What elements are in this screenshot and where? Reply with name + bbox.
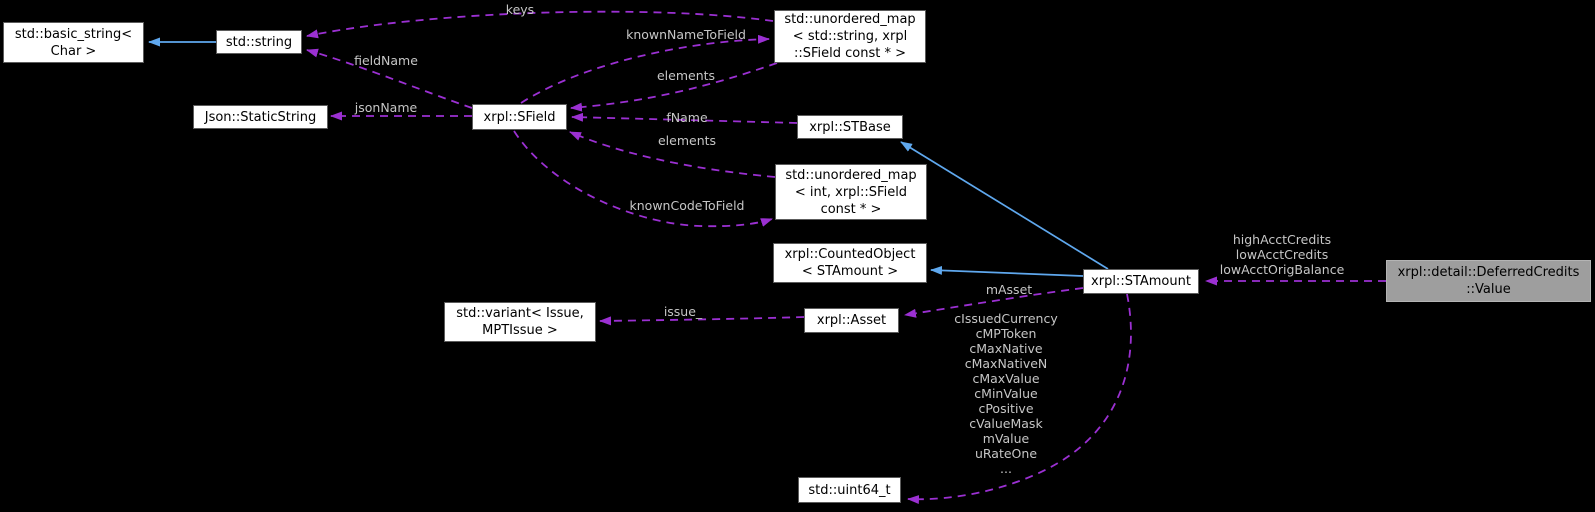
edge-field-name — [306, 48, 473, 109]
node-xrpl-sfield[interactable]: xrpl::SField — [472, 104, 567, 130]
edge-stamount-to-uint64 — [907, 293, 1132, 504]
edge-elements-name-map — [570, 62, 778, 112]
node-std-string[interactable]: std::string — [216, 30, 302, 54]
edge-label-masset: mAsset — [985, 282, 1033, 297]
edge-label-known-code-to-field: knownCodeToField — [629, 198, 745, 213]
edge-label-json-name: jsonName — [354, 100, 418, 115]
edge-stamount-to-stbase — [900, 141, 1109, 270]
node-std-unordered-map-int[interactable]: std::unordered_map < int, xrpl::SField c… — [775, 164, 927, 220]
node-std-basic-string[interactable]: std::basic_string< Char > — [3, 22, 144, 63]
edge-label-elements-name-map: elements — [656, 68, 716, 83]
edge-known-code-to-field — [513, 130, 773, 228]
edge-keys — [306, 10, 774, 39]
node-xrpl-stamount[interactable]: xrpl::STAmount — [1083, 269, 1199, 294]
edge-issue — [599, 316, 805, 326]
edge-elements-code-map — [569, 131, 776, 178]
node-json-staticstring[interactable]: Json::StaticString — [193, 105, 328, 129]
edge-label-issue: issue_ — [663, 304, 703, 319]
edge-stamount-to-countedobject — [930, 265, 1084, 277]
edge-masset — [904, 287, 1084, 318]
node-xrpl-asset[interactable]: xrpl::Asset — [804, 308, 899, 333]
edge-fname — [571, 112, 798, 124]
node-xrpl-countedobject[interactable]: xrpl::CountedObject < STAmount > — [773, 243, 927, 283]
node-std-uint64-t[interactable]: std::uint64_t — [798, 477, 901, 503]
edge-label-fname: fName — [666, 110, 708, 125]
edge-label-elements-code-map: elements — [657, 133, 717, 148]
edge-label-known-name-to-field: knownNameToField — [626, 27, 746, 42]
edge-label-deferred-members: highAcctCredits lowAcctCredits lowAcctOr… — [1219, 232, 1345, 277]
edge-known-name-to-field — [520, 34, 770, 104]
edge-label-keys: keys — [505, 2, 535, 17]
edge-label-field-name: fieldName — [354, 53, 418, 68]
node-std-unordered-map-string[interactable]: std::unordered_map < std::string, xrpl :… — [774, 10, 926, 63]
node-deferredcredits-value: xrpl::detail::DeferredCredits ::Value — [1386, 260, 1591, 302]
edge-label-stamount-members: cIssuedCurrency cMPToken cMaxNative cMax… — [954, 311, 1058, 476]
node-std-variant[interactable]: std::variant< Issue, MPTIssue > — [444, 302, 596, 342]
node-xrpl-stbase[interactable]: xrpl::STBase — [797, 115, 903, 139]
